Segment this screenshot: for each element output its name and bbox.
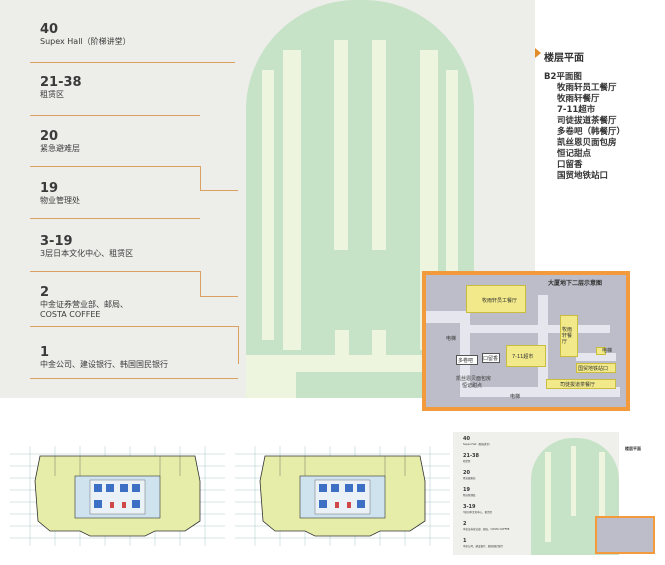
floor-number: 20 — [40, 129, 59, 144]
legend-item: 牧雨轩餐厅 — [557, 94, 600, 104]
floor-number: 3-19 — [40, 234, 73, 249]
floor-description: 中金公司、建设银行、韩国国民银行 — [40, 360, 168, 369]
thumb-floor-number: 19 — [463, 487, 470, 493]
thumb-floor-description: 中金公司、建设银行、韩国国民银行 — [463, 545, 504, 548]
legend-item: 口留香 — [557, 160, 583, 170]
poster-thumbnail: 40 Supex Hall（阶梯讲堂） 21-38 租赁区 20 紧急避难层 1… — [453, 432, 658, 555]
kouliu-box — [482, 353, 500, 363]
staff-canteen-label: 牧雨轩员工餐厅 — [482, 298, 518, 304]
floor-plan-thumbnail — [10, 436, 225, 558]
legend-item: 7-11超市 — [557, 105, 596, 115]
canteen-block — [560, 315, 578, 357]
floor-number: 1 — [40, 345, 50, 360]
tea-block — [546, 379, 616, 389]
metro-label: 国贸地铁站口 — [578, 366, 609, 372]
thumb-floor-number: 20 — [463, 470, 470, 476]
dessert-label: 恒记甜点 — [462, 383, 483, 389]
floor-entry: 20 紧急避难层 — [40, 129, 80, 154]
floor-description: Supex Hall（阶梯讲堂） — [40, 37, 131, 46]
elevator-label: 电梯 — [446, 336, 457, 342]
legend-item: 国贸地铁站口 — [557, 171, 609, 181]
thumb-floor-description: 3层日本文化中心、租赁区 — [463, 511, 493, 514]
thumb-legend-title: 楼层平面 — [625, 446, 641, 451]
canteen-label: 牧雨轩餐厅 — [562, 327, 573, 345]
korean-label: 多卷吧 — [458, 358, 474, 364]
thumb-floor-number: 1 — [463, 538, 467, 544]
floor-description: 物业管理处 — [40, 196, 80, 205]
floor-number: 21-38 — [40, 75, 82, 90]
thumb-floor-number: 21-38 — [463, 453, 479, 459]
legend-item: B2平面图 — [544, 72, 582, 82]
floor-entry: 3-19 3层日本文化中心、租赁区 — [40, 234, 133, 259]
thumb-floor-number: 3-19 — [463, 504, 476, 510]
floor-number: 2 — [40, 285, 50, 300]
thumb-floor-number: 2 — [463, 521, 467, 527]
tea-label: 司徒拔道茶餐厅 — [560, 382, 596, 388]
seven-eleven-block — [506, 345, 546, 367]
legend-item: 多卷吧（韩餐厅） — [557, 127, 626, 137]
floor-entry: 40 Supex Hall（阶梯讲堂） — [40, 22, 131, 47]
bakery-label: 凯丝恩贝面包房 — [456, 376, 492, 382]
b2-floor-map: 大厦地下二层示意图 牧雨轩员工餐厅 牧雨轩餐厅 电梯 电梯 多卷吧 口留香 7-… — [422, 271, 630, 411]
legend-item: 恒记甜点 — [557, 149, 592, 159]
floor-description: 3层日本文化中心、租赁区 — [40, 249, 134, 258]
staff-canteen-block — [466, 285, 526, 313]
floor-entry: 1 中金公司、建设银行、韩国国民银行 — [40, 345, 168, 370]
metro-block — [576, 363, 616, 373]
thumb-floor-description: Supex Hall（阶梯讲堂） — [463, 443, 492, 446]
floor-entry: 2 中金证券营业部、邮局、 COSTA COFFEE — [40, 285, 128, 320]
floor-plan-thumbnail — [235, 436, 450, 558]
floor-entry: 21-38 租赁区 — [40, 75, 82, 100]
legend-item: 凯丝恩贝面包房 — [557, 138, 617, 148]
elevator-label: 电梯 — [602, 348, 613, 354]
elevator-block — [596, 347, 606, 355]
floor-number: 19 — [40, 181, 59, 196]
kouliu-label: 口留香 — [483, 356, 499, 362]
legend-title: 楼层平面 — [544, 53, 584, 64]
floor-description: 租赁区 — [40, 90, 64, 99]
seven-eleven-label: 7-11超市 — [512, 354, 534, 360]
flag-icon — [535, 48, 541, 58]
floor-description: 中金证券营业部、邮局、 — [40, 300, 128, 309]
floor-description-line2: COSTA COFFEE — [40, 310, 101, 319]
floor-number: 40 — [40, 22, 59, 37]
legend-header: 楼层平面 — [535, 46, 584, 65]
map-title: 大厦地下二层示意图 — [548, 280, 603, 287]
thumb-floor-description: 紧急避难层 — [463, 477, 476, 480]
thumb-floor-description: 中金证券营业部、邮局、COSTA COFFEE — [463, 528, 510, 531]
thumb-floor-description: 物业管理处 — [463, 494, 476, 497]
korean-box — [456, 355, 478, 365]
legend-item: 司徒拔道茶餐厅 — [557, 116, 617, 126]
thumb-floor-number: 40 — [463, 436, 470, 442]
thumb-floor-description: 租赁区 — [463, 460, 471, 463]
floor-description: 紧急避难层 — [40, 144, 80, 153]
elevator-label: 电梯 — [510, 394, 521, 400]
floor-entry: 19 物业管理处 — [40, 181, 80, 206]
legend-item: 牧雨轩员工餐厅 — [557, 83, 617, 93]
